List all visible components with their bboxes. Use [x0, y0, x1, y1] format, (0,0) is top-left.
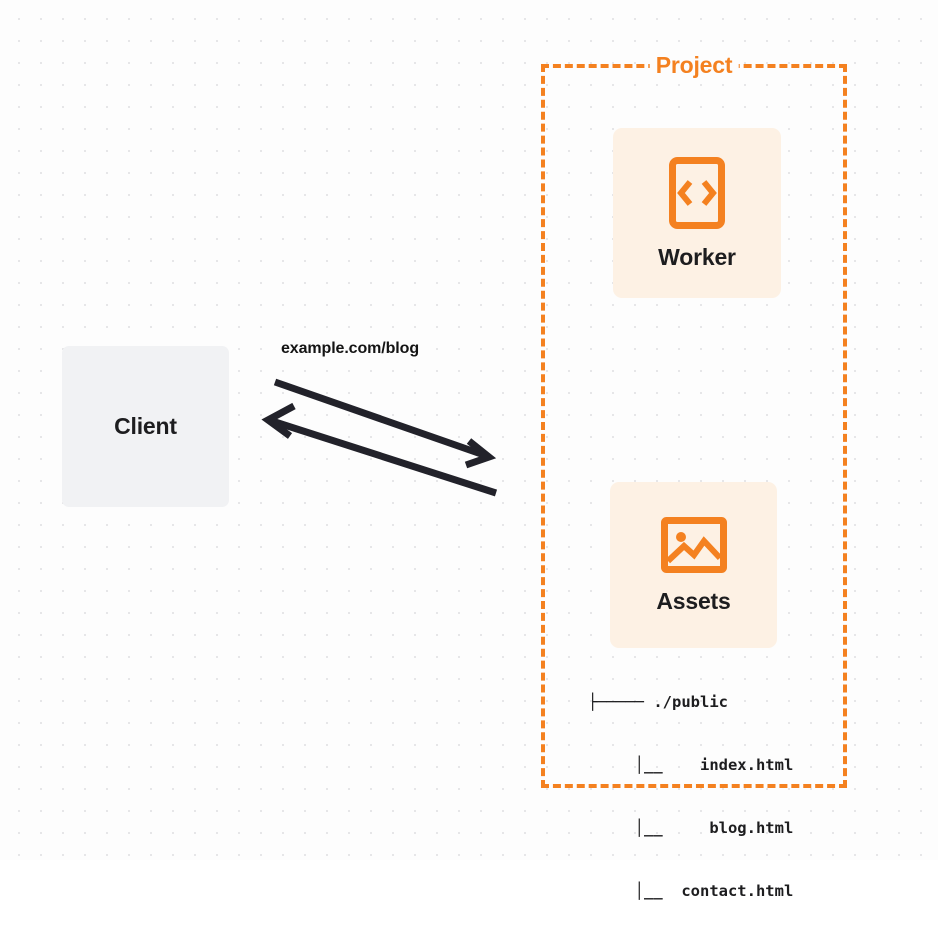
project-group: Project	[541, 52, 847, 788]
assets-file-tree: ├───── ./public │__ index.html │__ blog.…	[588, 650, 793, 944]
node-worker-label: Worker	[658, 243, 736, 270]
file-tree-row: │__ blog.html	[588, 819, 794, 837]
file-tree-row: │__ contact.html	[588, 882, 794, 900]
node-worker[interactable]: Worker	[613, 128, 781, 298]
arrow-left-icon	[261, 402, 498, 497]
node-assets[interactable]: Assets	[610, 482, 777, 648]
edge-label-url: example.com/blog	[281, 340, 419, 357]
node-client[interactable]: Client	[62, 346, 229, 507]
code-file-icon	[669, 156, 725, 229]
project-title: Project	[649, 52, 739, 79]
diagram-canvas: Client example.com/blog Project Worker	[0, 0, 938, 900]
node-client-label: Client	[114, 413, 177, 439]
file-tree-row: ├───── ./public	[588, 693, 728, 711]
file-tree-row: │__ index.html	[588, 756, 794, 774]
node-assets-label: Assets	[656, 587, 731, 614]
edge-arrows	[261, 378, 498, 497]
image-icon	[660, 516, 727, 573]
arrow-right-icon	[273, 378, 497, 469]
